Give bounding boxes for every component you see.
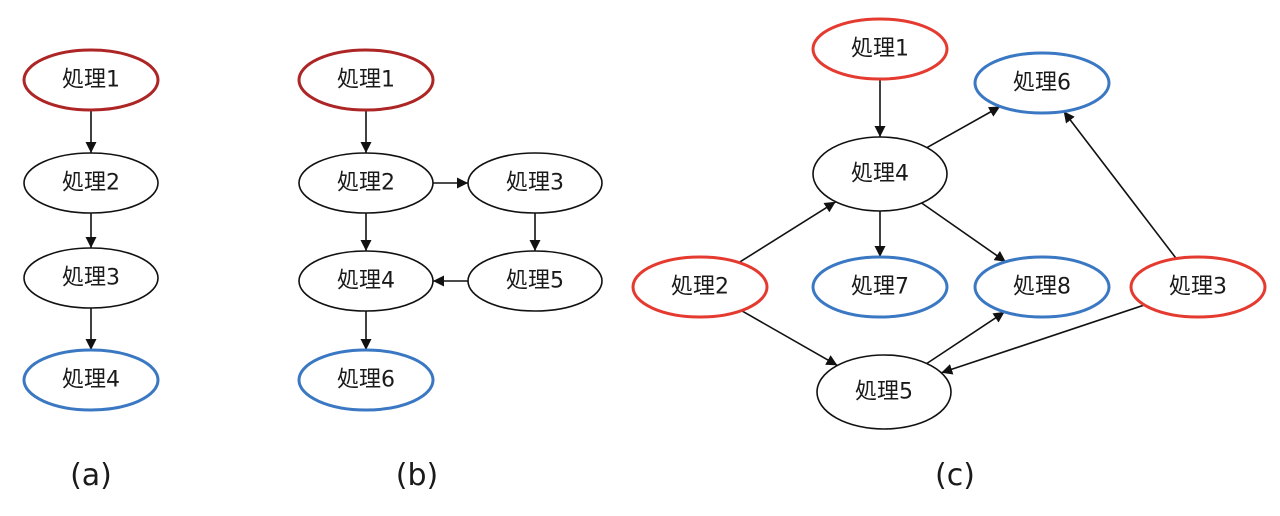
- node-b6: 処理6: [297, 348, 435, 412]
- node-ellipse-b1: [297, 48, 435, 112]
- nodes-layer: 処理1 処理2 処理3 処理4 処理1 処理2 処理3 処理4 処理5 処理6 処理1 処理2 処理3 処…: [22, 17, 1267, 430]
- node-ellipse-c4: [812, 136, 948, 212]
- node-c8: 処理8: [973, 255, 1111, 319]
- node-ellipse-c6: [973, 51, 1111, 115]
- node-c6: 処理6: [973, 51, 1111, 115]
- node-ellipse-a2: [23, 152, 159, 214]
- node-label-b6: 処理6: [337, 368, 395, 393]
- edge-c2-to-c4: [738, 201, 837, 264]
- node-ellipse-a1: [22, 48, 160, 112]
- edge-c2-to-c5: [741, 309, 838, 367]
- node-c2: 処理2: [631, 255, 769, 319]
- node-label-a1: 処理1: [62, 68, 120, 93]
- node-label-a2: 処理2: [62, 171, 120, 196]
- node-b3: 処理3: [467, 152, 603, 214]
- node-b2: 処理2: [298, 152, 434, 214]
- node-ellipse-b4: [298, 250, 434, 312]
- node-label-b2: 処理2: [337, 171, 395, 196]
- node-ellipse-a4: [22, 348, 160, 412]
- node-a4: 処理4: [22, 348, 160, 412]
- node-b4: 処理4: [298, 250, 434, 312]
- node-label-c3: 処理3: [1169, 275, 1227, 300]
- node-ellipse-b6: [297, 348, 435, 412]
- node-ellipse-c5: [816, 354, 952, 430]
- node-ellipse-b3: [467, 152, 603, 214]
- node-label-c4: 処理4: [851, 162, 909, 187]
- node-ellipse-c2: [631, 255, 769, 319]
- node-ellipse-c8: [973, 255, 1111, 319]
- node-a3: 処理3: [23, 247, 159, 309]
- node-ellipse-c1: [811, 17, 949, 81]
- node-c3: 処理3: [1129, 255, 1267, 319]
- node-label-c5: 処理5: [855, 380, 913, 405]
- node-label-b4: 処理4: [337, 269, 395, 294]
- node-label-c7: 処理7: [851, 275, 909, 300]
- edge-c3-to-c5: [941, 304, 1145, 375]
- node-ellipse-b5: [467, 250, 603, 312]
- caption-a: (a): [70, 458, 112, 493]
- node-label-c8: 処理8: [1013, 275, 1071, 300]
- node-c1: 処理1: [811, 17, 949, 81]
- node-ellipse-b2: [298, 152, 434, 214]
- node-b5: 処理5: [467, 250, 603, 312]
- node-a1: 処理1: [22, 48, 160, 112]
- captions-layer: (a) (b) (c): [70, 458, 975, 493]
- node-label-c6: 処理6: [1013, 71, 1071, 96]
- node-c5: 処理5: [816, 354, 952, 430]
- edge-c4-to-c6: [926, 105, 1001, 149]
- node-label-b5: 処理5: [506, 269, 564, 294]
- node-ellipse-c3: [1129, 255, 1267, 319]
- edges-layer: [85, 79, 1177, 375]
- node-c4: 処理4: [812, 136, 948, 212]
- edge-c4-to-c8: [921, 202, 1007, 263]
- node-label-b1: 処理1: [337, 68, 395, 93]
- node-label-a3: 処理3: [62, 266, 120, 291]
- caption-b: (b): [396, 458, 438, 493]
- node-ellipse-c7: [811, 255, 949, 319]
- node-c7: 処理7: [811, 255, 949, 319]
- node-ellipse-a3: [23, 247, 159, 309]
- node-label-b3: 処理3: [506, 171, 564, 196]
- node-a2: 処理2: [23, 152, 159, 214]
- node-label-c1: 処理1: [851, 37, 909, 62]
- caption-c: (c): [935, 458, 975, 493]
- node-label-a4: 処理4: [62, 368, 120, 393]
- edge-c5-to-c8: [926, 311, 1006, 365]
- node-label-c2: 処理2: [671, 275, 729, 300]
- node-b1: 処理1: [297, 48, 435, 112]
- edge-c3-to-c6: [1063, 110, 1177, 260]
